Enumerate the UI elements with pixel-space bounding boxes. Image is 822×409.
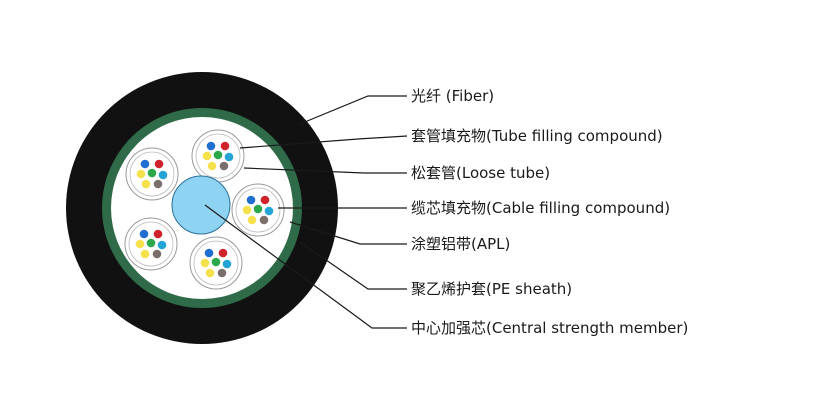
fiber-strand: [152, 249, 162, 259]
fiber-strand: [135, 239, 145, 249]
tube-filling-compound: [129, 151, 175, 197]
tube-filling-compound: [193, 240, 239, 286]
loose-tube-bottom-left: [124, 217, 178, 271]
fiber-strand: [220, 141, 230, 151]
fiber-strand: [224, 152, 234, 162]
fiber-strand: [205, 268, 215, 278]
fiber-strand: [217, 268, 227, 278]
fiber-strand: [222, 259, 232, 269]
fiber-strand: [153, 179, 163, 189]
fiber-strand: [204, 248, 214, 258]
fiber-strand: [253, 204, 263, 214]
fiber-strand: [207, 161, 217, 171]
fiber-strand: [219, 161, 229, 171]
tube-filling-compound: [128, 221, 174, 267]
label-tube-filling: 套管填充物(Tube filling compound): [411, 127, 663, 145]
fiber-strand: [213, 150, 223, 160]
label-fiber: 光纤 (Fiber): [411, 87, 494, 105]
label-central-strength: 中心加强芯(Central strength member): [411, 319, 688, 337]
leader-line-tube-filling: [239, 135, 408, 149]
fiber-strand: [140, 249, 150, 259]
fiber-strand: [147, 168, 157, 178]
central-strength-member: [171, 175, 231, 235]
loose-tube-top-left: [125, 147, 179, 201]
fiber-strand: [260, 195, 270, 205]
fiber-strand: [264, 206, 274, 216]
loose-tube-bottom-right: [189, 236, 243, 290]
leader-line-apl: [289, 221, 407, 245]
label-apl: 涂塑铝带(APL): [411, 235, 510, 253]
fiber-strand: [139, 229, 149, 239]
fiber-strand: [158, 170, 168, 180]
leader-line-loose-tube: [243, 167, 407, 174]
label-cable-filling: 缆芯填充物(Cable filling compound): [411, 199, 670, 217]
fiber-strand: [246, 195, 256, 205]
leader-line-central-strength: [204, 204, 407, 329]
fiber-strand: [146, 238, 156, 248]
leader-line-fiber: [299, 95, 407, 125]
fiber-strand: [141, 179, 151, 189]
fiber-strand: [200, 258, 210, 268]
tube-filling-compound: [235, 187, 281, 233]
fiber-strand: [206, 141, 216, 151]
fiber-strand: [157, 240, 167, 250]
label-pe-sheath: 聚乙烯护套(PE sheath): [411, 280, 572, 298]
loose-tube-right: [231, 183, 285, 237]
fiber-strand: [136, 169, 146, 179]
fiber-strand: [154, 159, 164, 169]
fiber-strand: [140, 159, 150, 169]
fiber-strand: [247, 215, 257, 225]
fiber-strand: [218, 248, 228, 258]
fiber-strand: [202, 151, 212, 161]
label-loose-tube: 松套管(Loose tube): [411, 164, 550, 182]
fiber-strand: [242, 205, 252, 215]
fiber-strand: [211, 257, 221, 267]
tube-filling-compound: [195, 133, 241, 179]
loose-tube-top-right: [191, 129, 245, 183]
fiber-strand: [153, 229, 163, 239]
leader-line-pe-sheath: [299, 241, 407, 290]
fiber-strand: [259, 215, 269, 225]
